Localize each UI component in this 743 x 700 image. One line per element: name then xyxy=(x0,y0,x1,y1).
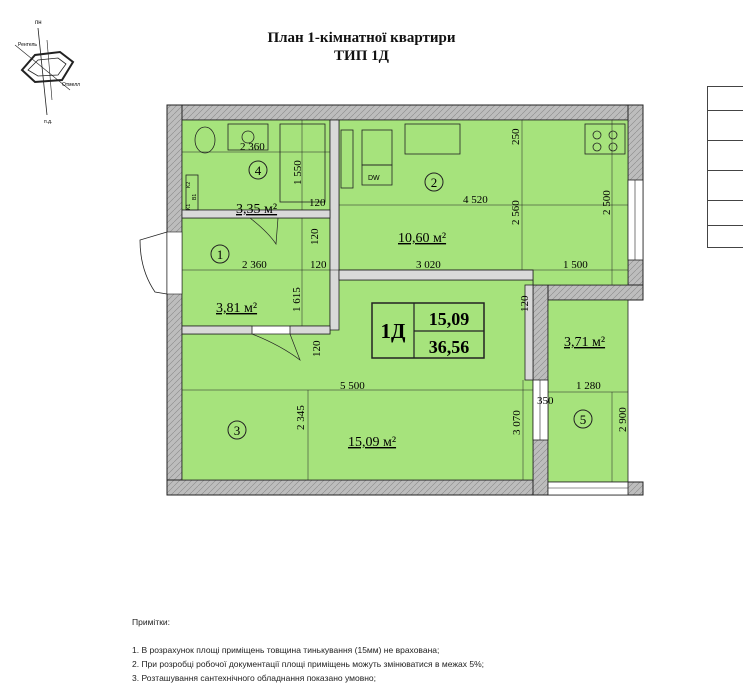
door-swings xyxy=(249,217,301,362)
dim-3070: 3 070 xyxy=(511,410,523,435)
dim-2500: 2 500 xyxy=(601,190,613,215)
apartment-type: 1Д xyxy=(381,319,407,343)
room-3-area: 15,09 м² xyxy=(348,435,396,450)
room-1-number: 1 xyxy=(217,247,224,262)
living-area: 15,09 xyxy=(429,309,470,329)
note-item: 2. При розробці робочої документації пло… xyxy=(132,659,485,669)
room-1-hall xyxy=(181,217,331,327)
room-2-number: 2 xyxy=(431,175,438,190)
inner-walls xyxy=(181,119,534,381)
plan-subtitle: ТИП 1Д xyxy=(334,48,389,64)
fridge-icon xyxy=(340,129,354,189)
sink-icon xyxy=(227,123,269,151)
room-4-number: 4 xyxy=(255,163,262,178)
b1-label: B1 xyxy=(192,194,198,200)
compass-east-label: Отмелл xyxy=(62,82,80,88)
room-5-balcony xyxy=(547,299,629,483)
dishwasher-icon xyxy=(361,164,393,186)
fixtures xyxy=(185,123,626,211)
dim-120-a: 120 xyxy=(309,197,326,209)
note-item: 1. В розрахунок площі приміщень товщина … xyxy=(132,645,440,655)
bathtub-icon xyxy=(279,123,326,203)
side-table-line xyxy=(707,170,743,171)
room-5-area: 3,71 м² xyxy=(564,335,605,350)
compass-icon: пн Рентель Отмелл п.д. xyxy=(14,20,80,125)
room-3-number: 3 xyxy=(234,423,241,438)
k2-label: K2 xyxy=(186,182,192,188)
compass-north-label: пн xyxy=(35,20,42,26)
dim-2345: 2 345 xyxy=(295,405,307,430)
plan-title: План 1-кімнатної квартири xyxy=(267,30,456,46)
room-4-area: 3,35 м² xyxy=(236,202,277,217)
dim-4520: 4 520 xyxy=(463,194,488,206)
compass-south-label: п.д. xyxy=(44,119,52,125)
dim-1500: 1 500 xyxy=(563,259,588,271)
room-2-area: 10,60 м² xyxy=(398,231,446,246)
side-table-line xyxy=(707,200,743,201)
note-item: 3. Розташування сантехнічного обладнання… xyxy=(132,673,376,683)
boiler-icon xyxy=(185,174,199,211)
dim-120-c: 120 xyxy=(310,259,327,271)
notes-heading: Примітки: xyxy=(132,617,171,627)
dim-350: 350 xyxy=(537,395,554,407)
dim-120-e: 120 xyxy=(311,340,323,357)
dimension-lines xyxy=(182,120,628,482)
total-area: 36,56 xyxy=(429,337,470,357)
side-table-line xyxy=(707,140,743,141)
side-table-fragment xyxy=(707,86,743,248)
room-number-markers: 4 2 1 3 5 xyxy=(210,160,593,440)
dim-2560: 2 560 xyxy=(510,200,522,225)
room-areas: 3,35 м² 10,60 м² 3,81 м² 15,09 м² 3,71 м… xyxy=(216,202,605,450)
dim-2900: 2 900 xyxy=(617,407,629,432)
kitchen-sink-icon xyxy=(404,123,461,155)
dim-1550: 1 550 xyxy=(292,160,304,185)
room-5-number: 5 xyxy=(580,412,587,427)
dim-2360-top: 2 360 xyxy=(240,141,265,153)
windows xyxy=(532,179,644,496)
summary-box: 1Д 15,09 36,56 xyxy=(371,302,485,359)
side-table-line xyxy=(707,225,743,226)
side-table-line xyxy=(707,110,743,111)
room-1-area: 3,81 м² xyxy=(216,301,257,316)
dim-120-d: 120 xyxy=(519,295,531,312)
entrance-door xyxy=(139,231,183,295)
dim-1280: 1 280 xyxy=(576,380,601,392)
dim-1615: 1 615 xyxy=(291,287,303,312)
k1-label: K1 xyxy=(186,204,192,210)
dim-5500: 5 500 xyxy=(340,380,365,392)
dim-2360-mid: 2 360 xyxy=(242,259,267,271)
compass-center-label: Рентель xyxy=(18,42,37,48)
dim-120-b: 120 xyxy=(309,228,321,245)
dimension-texts: 2 360 1 550 120 250 4 520 2 560 2 500 12… xyxy=(240,128,629,435)
dim-250: 250 xyxy=(510,128,522,145)
toilet-icon xyxy=(194,126,216,154)
dim-3020: 3 020 xyxy=(416,259,441,271)
rooms xyxy=(181,119,629,483)
dw-label: DW xyxy=(368,175,380,182)
